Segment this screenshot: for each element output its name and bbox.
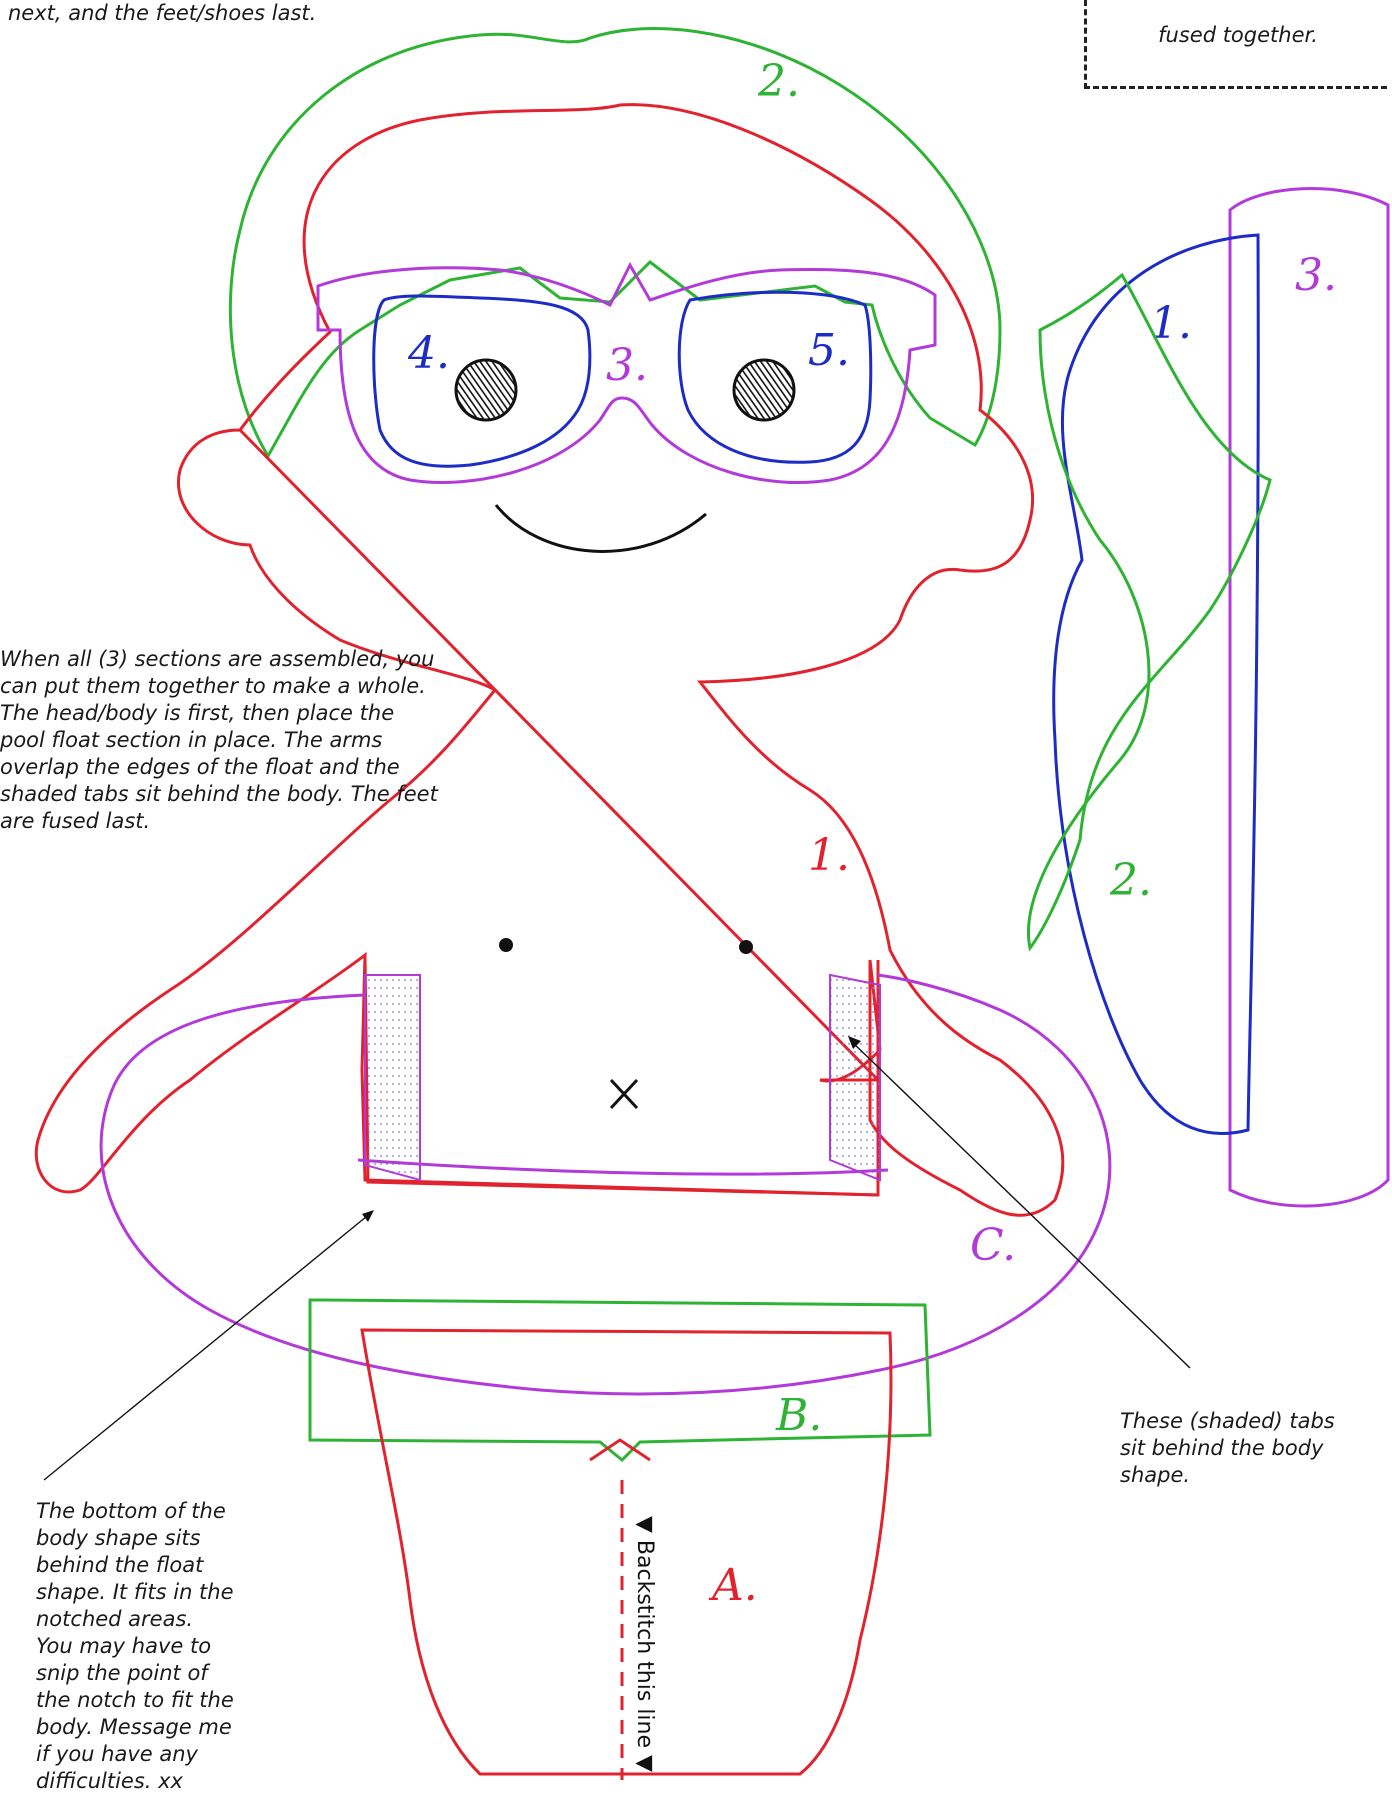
left-lens-label: 4.: [407, 328, 450, 379]
note-top-right: fused together.: [1118, 22, 1358, 49]
navel-cross: [611, 1080, 637, 1108]
smile: [496, 505, 706, 551]
float-label: C.: [970, 1220, 1016, 1271]
side-piece-3-label: 3.: [1295, 250, 1337, 301]
float-tab-left: [365, 975, 420, 1180]
left-eye: [456, 360, 516, 420]
side-piece-2-label: 2.: [1109, 855, 1152, 906]
tabs-pointer: [850, 1040, 1190, 1368]
bottom-pointer-arrow: [362, 1210, 374, 1222]
float-inner-band: [358, 1160, 888, 1174]
body-label: 1.: [808, 830, 850, 881]
side-piece-1: [1054, 235, 1259, 1133]
right-lens-label: 5.: [808, 325, 850, 376]
waistband-label: B.: [775, 1390, 822, 1441]
note-bottom: The bottom of the body shape sits behind…: [36, 1498, 236, 1795]
hair-label: 2.: [757, 56, 800, 107]
side-piece-3: [1230, 189, 1388, 1206]
float-tab-right: [830, 975, 880, 1180]
nipple-right: [739, 940, 753, 954]
body-torso: [365, 958, 878, 1195]
note-top-left: next, and the feet/shoes last.: [8, 0, 528, 27]
hair-outline: [230, 29, 1000, 456]
backstitch-text: ▼ Backstitch this line ▼: [632, 1516, 657, 1772]
shorts-label: A.: [708, 1560, 758, 1611]
right-eye: [734, 360, 794, 420]
glasses-label: 3.: [606, 340, 648, 391]
note-assembly: When all (3) sections are assembled, you…: [0, 646, 440, 835]
nipple-left: [499, 938, 513, 952]
waistband-outline: [310, 1300, 930, 1460]
note-tabs: These (shaded) tabs sit behind the body …: [1120, 1408, 1350, 1489]
